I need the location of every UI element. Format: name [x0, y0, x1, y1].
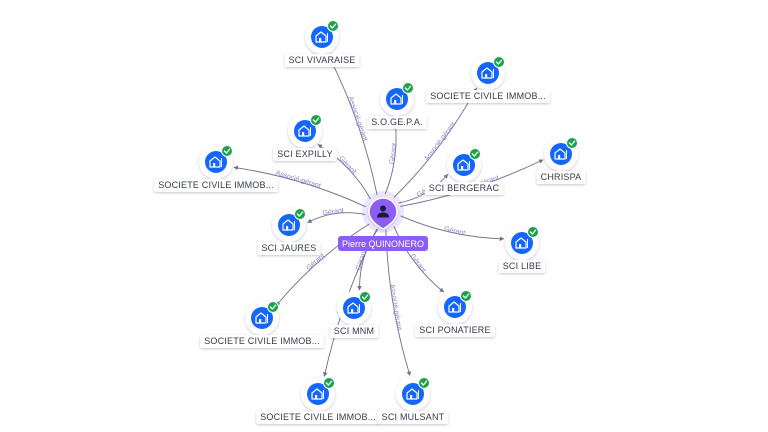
building-icon [255, 312, 268, 324]
node-label: SOCIETE CIVILE IMMOB... [260, 412, 376, 422]
node-sci-mulsant[interactable]: SCI MULSANT [377, 377, 449, 424]
building-icon [457, 159, 470, 171]
node-societe-civile-immob-4[interactable]: SOCIETE CIVILE IMMOB... [256, 377, 380, 424]
node-label-bg [154, 179, 278, 192]
building-icon [515, 237, 528, 249]
node-label: S.O.GE.P.A. [371, 117, 423, 127]
edge-sci-jaures: Gérant [307, 207, 366, 223]
edge-label: Gérant [443, 226, 465, 238]
node-label-bg [426, 90, 550, 103]
verified-check-icon [221, 145, 233, 157]
edge-label: Gérant [305, 253, 326, 272]
person-icon [377, 205, 389, 218]
nodes-layer: SCI VIVARAISE S.O.GE.P.A. SOCIETE CIVILE I… [154, 20, 586, 424]
node-label-bg [377, 411, 449, 424]
node-chrispa[interactable]: CHRISPA [536, 137, 586, 184]
verified-check-icon [566, 137, 578, 149]
edge-line [275, 223, 370, 307]
building-icon [406, 388, 419, 400]
center-label-pill [338, 236, 428, 251]
verified-check-icon [469, 148, 481, 160]
edge-line [327, 54, 378, 196]
edge-label: Associé-gérant [388, 284, 403, 331]
node-sci-libe[interactable]: SCI LIBE [498, 226, 546, 273]
center-node[interactable]: Pierre QUINONERO [338, 191, 428, 251]
node-label: SCI PONATIERE [419, 325, 490, 335]
node-label: SOCIETE CIVILE IMMOB... [430, 91, 546, 101]
node-label: SCI EXPILLY [277, 149, 333, 159]
edge-line [307, 212, 366, 223]
verified-check-icon [527, 226, 539, 238]
node-sci-bergerac[interactable]: SCI BERGERAC [424, 148, 504, 195]
verified-check-icon [310, 114, 322, 126]
edge-line [393, 226, 445, 293]
edge-label: Gérant [337, 155, 357, 175]
node-societe-civile-immob-1[interactable]: SOCIETE CIVILE IMMOB... [426, 56, 550, 103]
building-icon [481, 67, 494, 79]
node-label-bg [367, 116, 427, 129]
node-label-bg [536, 171, 586, 184]
node-label-bg [200, 335, 324, 348]
node-label: SOCIETE CIVILE IMMOB... [158, 180, 274, 190]
edge-sci-mulsant: Associé-gérant [385, 229, 411, 377]
center-label: Pierre QUINONERO [342, 239, 424, 249]
node-sci-expilly[interactable]: SCI EXPILLY [273, 114, 337, 161]
edge-label: Gérant [389, 143, 399, 165]
building-icon [311, 388, 324, 400]
node-sci-mnm[interactable]: SCI MNM [329, 291, 379, 338]
verified-check-icon [359, 291, 371, 303]
node-label-bg [273, 148, 337, 161]
edge-label: Associé-gérant [346, 96, 368, 142]
node-label-bg [424, 182, 504, 195]
node-sci-vivaraise[interactable]: SCI VIVARAISE [284, 20, 360, 67]
edge-line [233, 165, 366, 208]
verified-check-icon [460, 290, 472, 302]
building-icon [298, 125, 311, 137]
node-sci-jaures[interactable]: SCI JAURES [257, 208, 321, 255]
building-icon [347, 302, 360, 314]
node-label: SCI JAURES [261, 243, 316, 253]
node-label: SCI MNM [334, 326, 374, 336]
node-label: CHRISPA [541, 172, 582, 182]
edge-line [400, 215, 505, 242]
edge-sogepa: Gérant [384, 117, 399, 195]
node-label: SCI LIBE [503, 261, 542, 271]
verified-check-icon [418, 377, 430, 389]
node-label-bg [329, 325, 379, 338]
node-societe-civile-immob-2[interactable]: SOCIETE CIVILE IMMOB... [154, 145, 278, 192]
verified-check-icon [402, 82, 414, 94]
edge-label: Gérant [408, 253, 427, 274]
node-label-bg [498, 260, 546, 273]
node-label: SOCIETE CIVILE IMMOB... [204, 336, 320, 346]
node-label-bg [284, 54, 360, 67]
verified-check-icon [327, 20, 339, 32]
verified-check-icon [323, 377, 335, 389]
node-label-bg [256, 411, 380, 424]
building-icon [209, 156, 222, 168]
node-societe-civile-immob-3[interactable]: SOCIETE CIVILE IMMOB... [200, 301, 324, 348]
node-sogepa[interactable]: S.O.GE.P.A. [367, 82, 427, 129]
building-icon [554, 148, 567, 160]
edge-sci-libe: Gérant [400, 215, 505, 242]
verified-check-icon [493, 56, 505, 68]
node-label-bg [257, 242, 321, 255]
node-label-bg [415, 324, 495, 337]
node-sci-ponatiere[interactable]: SCI PONATIERE [415, 290, 495, 337]
node-label: SCI BERGERAC [429, 183, 500, 193]
building-icon [315, 31, 328, 43]
building-icon [390, 93, 403, 105]
node-label: SCI VIVARAISE [289, 55, 356, 65]
verified-check-icon [294, 208, 306, 220]
edge-label: Gérant [322, 207, 344, 217]
edge-label: Associé-gérant [275, 170, 322, 190]
building-icon [448, 301, 461, 313]
verified-check-icon [267, 301, 279, 313]
node-label: SCI MULSANT [382, 412, 445, 422]
building-icon [282, 219, 295, 231]
